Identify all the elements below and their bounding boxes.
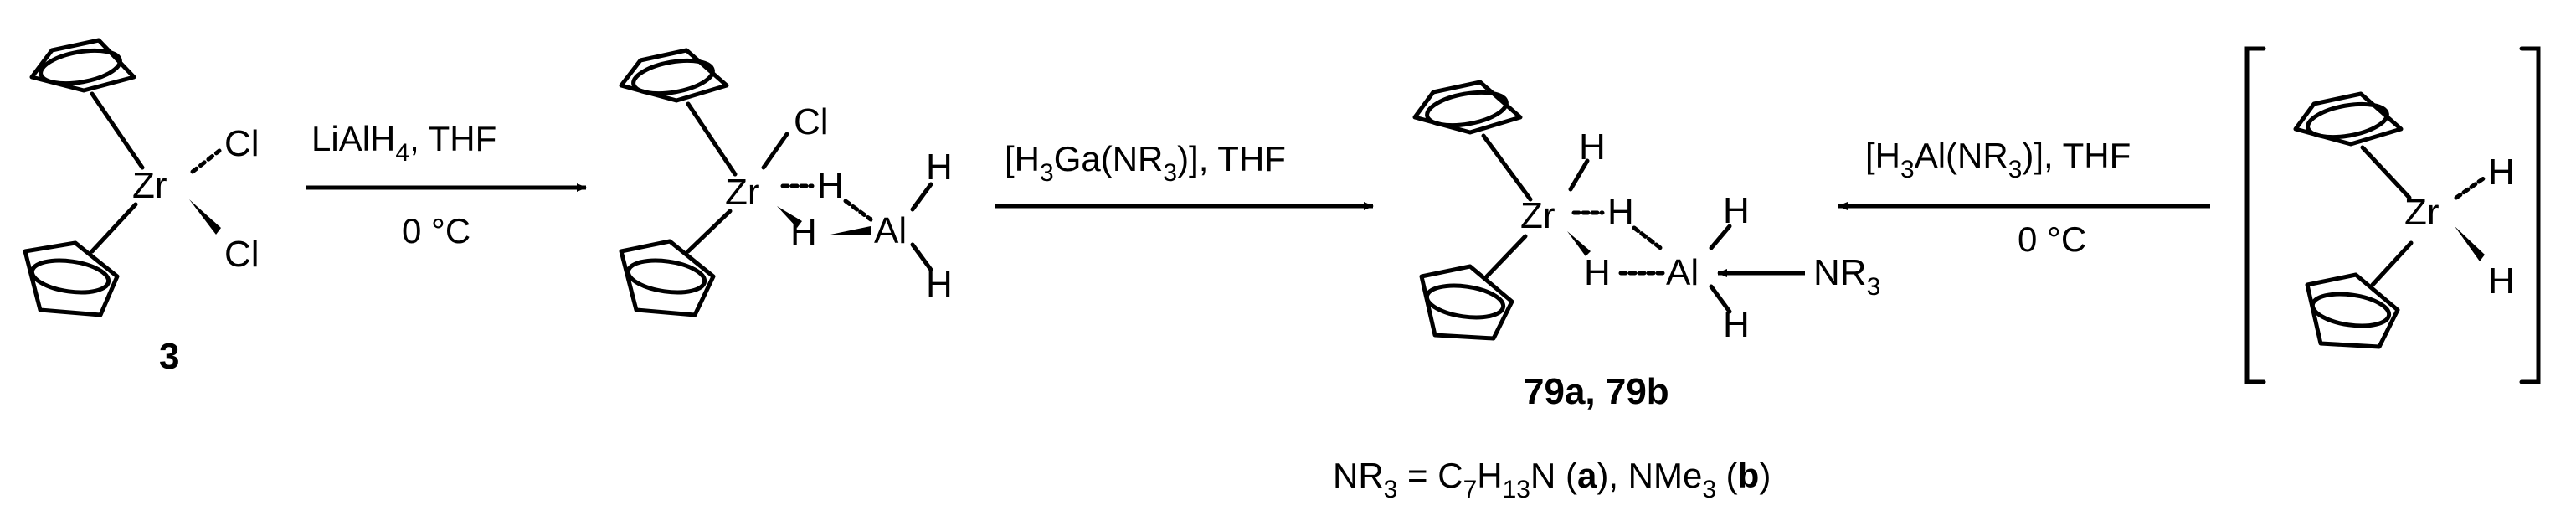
nr3-ligand-79: NR3 (1813, 252, 1880, 301)
cp-ring-bottom-int (619, 209, 733, 317)
al-atom-int: Al (874, 210, 907, 251)
cp-ring-bottom-79 (1419, 234, 1528, 341)
compound-intermediate: Zr Cl H H Al H H (619, 48, 953, 317)
h-terminal-2-79: H (1723, 304, 1750, 345)
cp-ring-bottom-3 (23, 202, 138, 317)
zr-atom-3: Zr (132, 165, 167, 206)
h-terminal-1-79: H (1723, 190, 1750, 231)
cl-atom-int: Cl (794, 101, 829, 142)
reaction-arrow-1: LiAlH4, THF 0 °C (306, 119, 587, 250)
cl-atom-3b: Cl (224, 234, 260, 275)
compound-79-label: 79a, 79b (1524, 371, 1669, 412)
bracket-right (2519, 46, 2541, 384)
cp-ring-top-3 (29, 38, 145, 170)
compound-3: Zr Cl Cl 3 (23, 38, 260, 377)
h-atom-zrh2-2: H (2488, 261, 2515, 302)
step1-reagent: LiAlH4, THF (311, 119, 496, 167)
cp-ring-bottom-zrh2 (2305, 240, 2414, 349)
compound-79: Zr H H H Al H H NR3 79a, 79b (1412, 80, 1880, 412)
reaction-arrow-2: [H3Ga(NR3)], THF (995, 139, 1374, 210)
step3-condition: 0 °C (2018, 219, 2086, 259)
cl-atom-3a: Cl (224, 123, 260, 164)
h-terminal-zr-79: H (1579, 126, 1606, 168)
zr-atom-int: Zr (725, 172, 760, 213)
h-bridge-1-79: H (1607, 192, 1634, 233)
h-terminal-2-int: H (926, 264, 953, 305)
h-bridge-2-79: H (1584, 252, 1611, 293)
compound-cp2zrh2: Zr H H (2244, 46, 2541, 384)
h-terminal-1-int: H (926, 147, 953, 188)
cp-ring-top-int (619, 48, 738, 177)
step2-reagent: [H3Ga(NR3)], THF (1005, 139, 1286, 187)
h-atom-zrh2-1: H (2488, 152, 2515, 193)
cp-ring-top-79 (1412, 80, 1533, 202)
zr-atom-zrh2: Zr (2404, 192, 2440, 233)
step1-condition: 0 °C (402, 211, 470, 250)
nr3-definition: NR3 = C7H13N (a), NMe3 (b) (1333, 456, 1771, 503)
al-atom-79: Al (1666, 252, 1699, 293)
bracket-left (2244, 46, 2266, 384)
step3-reagent: [H3Al(NR3)], THF (1865, 136, 2131, 183)
h-bridge-2-int: H (790, 212, 817, 253)
cp-ring-top-zrh2 (2293, 91, 2412, 200)
h-bridge-1-int: H (817, 165, 844, 206)
zr-atom-79: Zr (1520, 195, 1555, 236)
reaction-arrow-3: [H3Al(NR3)], THF 0 °C (1838, 136, 2210, 259)
compound-3-label: 3 (159, 336, 179, 377)
